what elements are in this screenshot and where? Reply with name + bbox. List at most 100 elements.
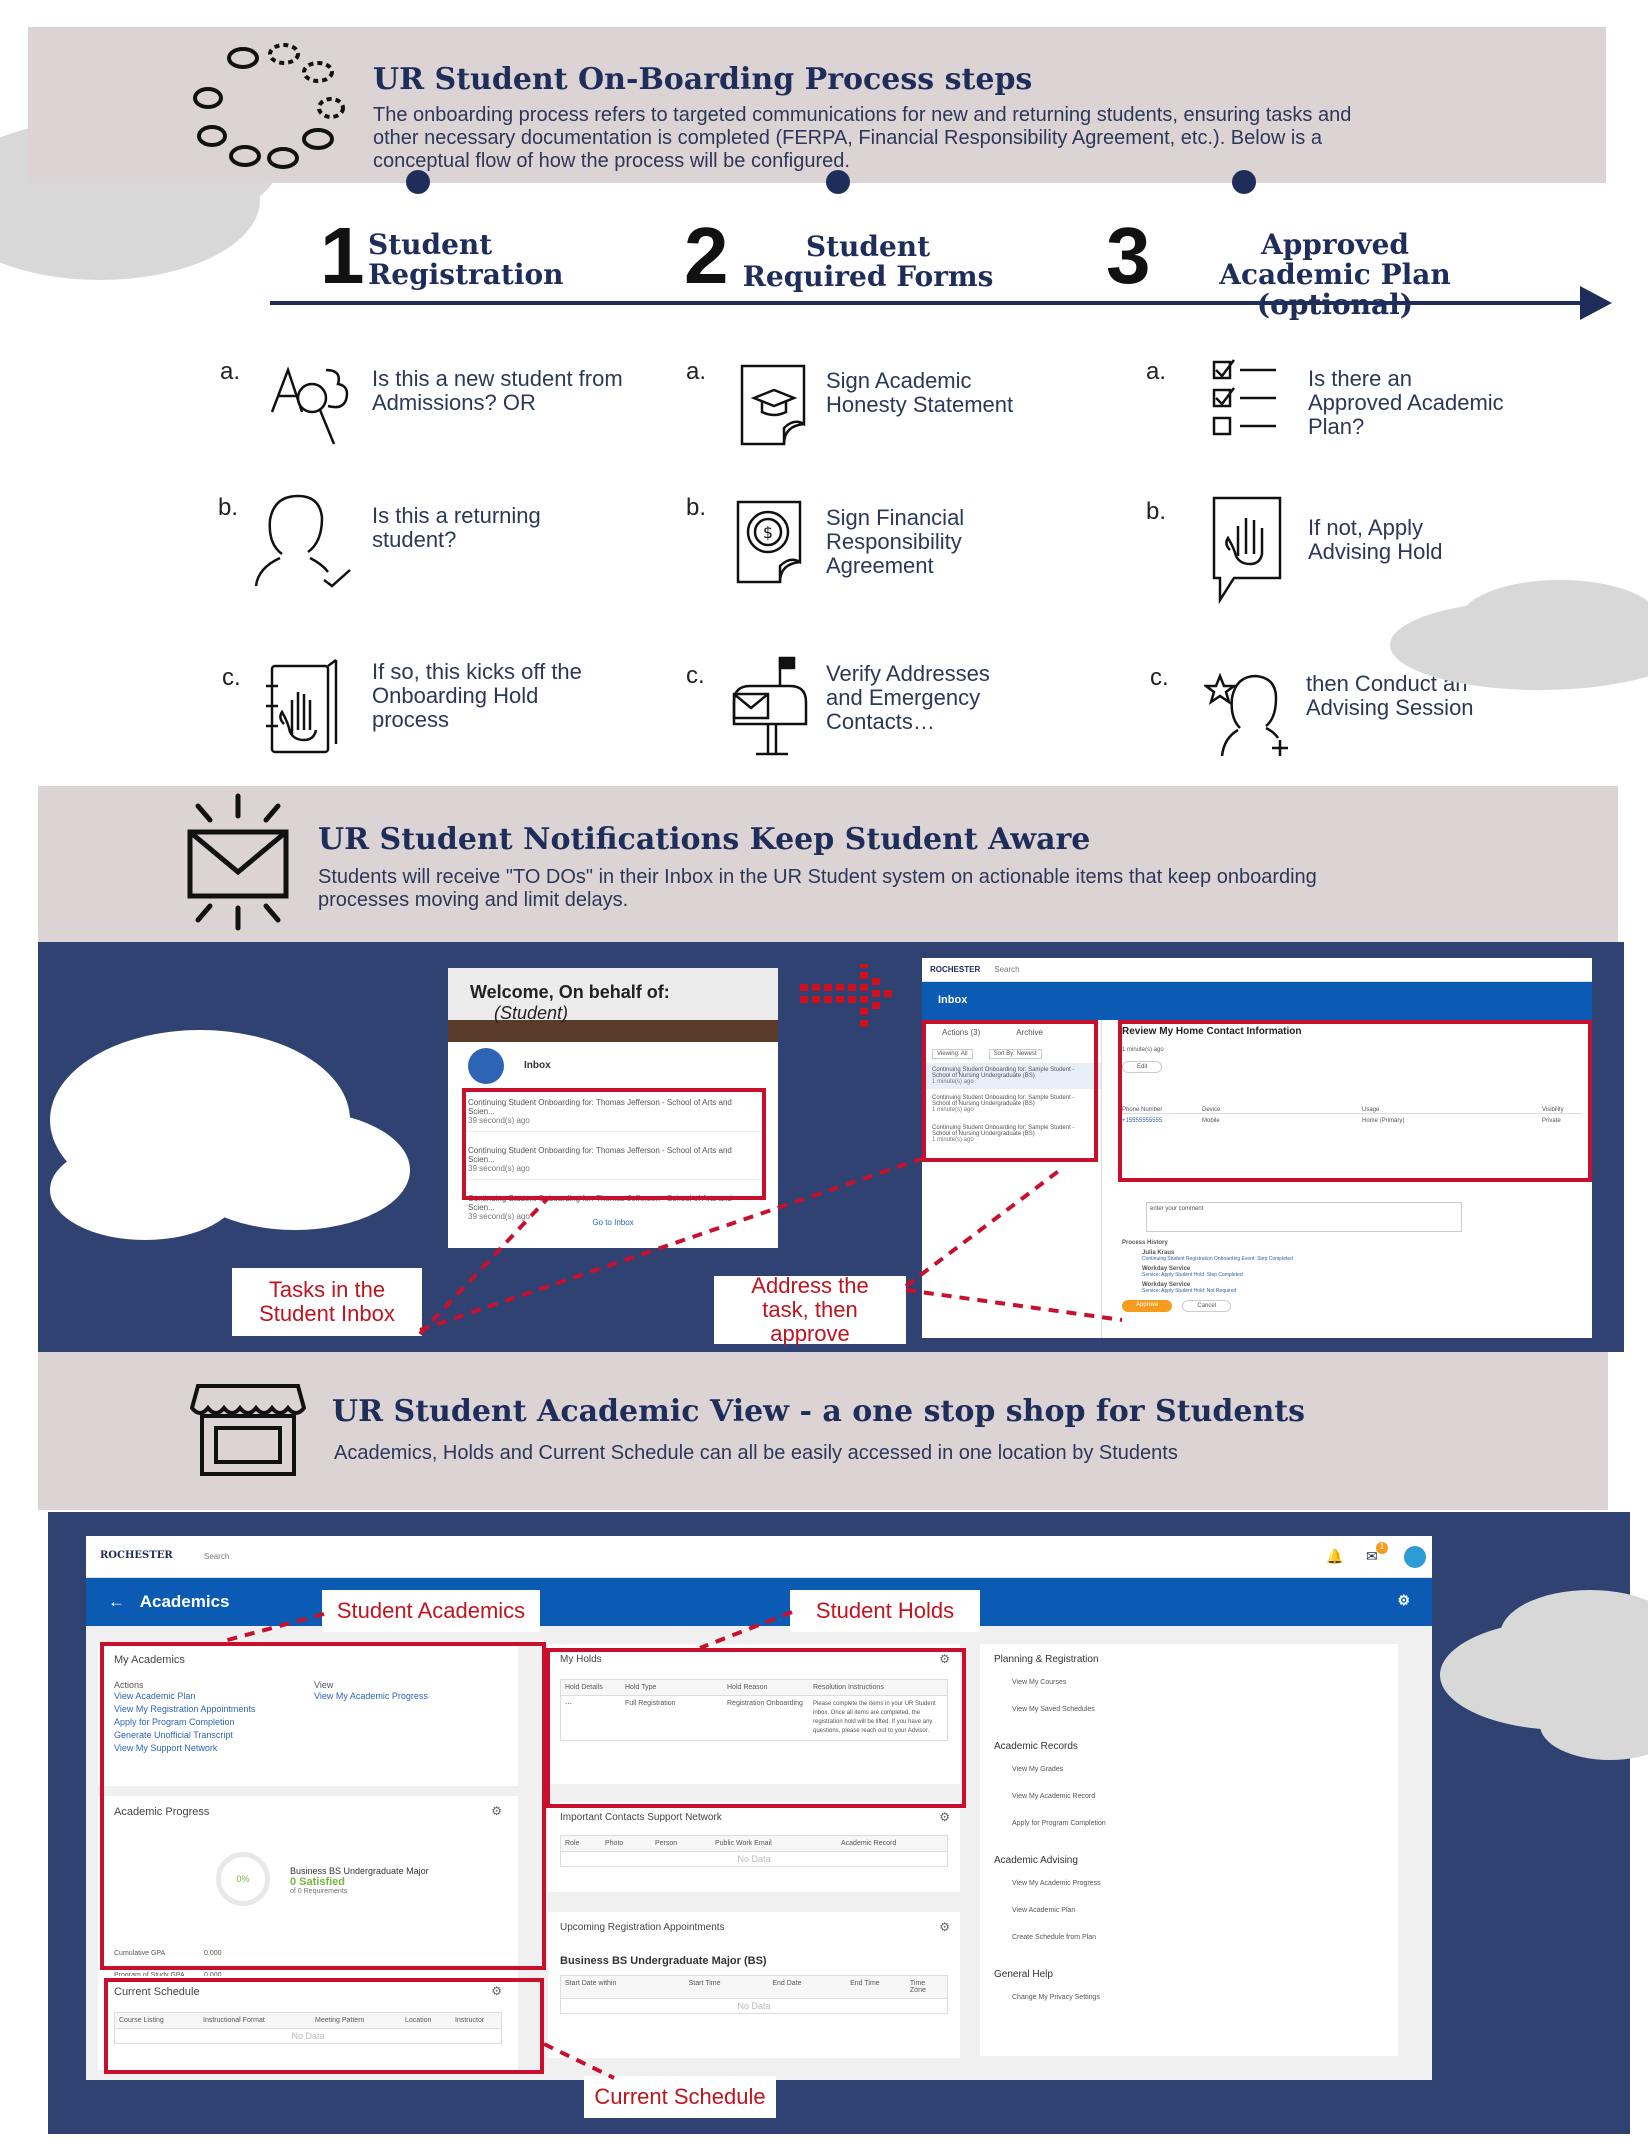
gear-icon[interactable]: ⚙ [939,1810,950,1824]
major-name: Business BS Undergraduate Major [290,1866,429,1876]
tab-actions[interactable]: Actions (3) [942,1028,981,1037]
academic-progress-title: Academic Progress [114,1806,210,1818]
sort-filter[interactable]: Sort By: Newest [988,1049,1042,1059]
item-text: If so, this kicks off the Onboarding Hol… [372,659,582,732]
academics-title: Academics [139,1592,230,1611]
search-field[interactable]: Search [994,965,1020,974]
cloud-decoration [1540,1690,1648,1760]
welcome-student: (Student) [494,1003,569,1023]
actions-label: Actions [114,1680,144,1690]
svg-text:$: $ [763,523,773,542]
item-letter: a. [220,358,241,385]
item-letter: b. [1146,498,1167,525]
cloud-decoration [1460,580,1648,660]
inbox-list-highlight [922,1020,1098,1162]
gear-icon[interactable]: ⚙ [1397,1592,1410,1608]
storefront-icon [190,1384,306,1476]
mailbox-icon [732,656,808,756]
avatar[interactable] [1404,1546,1426,1568]
sidebar-link[interactable]: View My Saved Schedules [1012,1706,1095,1713]
item-text: Verify Addresses and Emergency Contacts… [826,661,990,734]
upcoming-title: Upcoming Registration Appointments [560,1922,725,1933]
item-text: then Conduct an Advising Session [1306,671,1474,720]
list-item[interactable]: Continuing Student Onboarding for: Sampl… [932,1125,1075,1143]
inbox-label: Inbox [524,1060,551,1071]
academic-view-title: UR Student Academic View - a one stop sh… [332,1394,1306,1429]
tab-archive[interactable]: Archive [1016,1028,1043,1037]
step-2-number: 2 [684,211,729,300]
item-letter: c. [222,664,241,691]
step-1-number: 1 [320,211,365,300]
rochester-logo: ROCHESTER [100,1550,173,1561]
item-letter: a. [1146,358,1167,385]
cancel-button[interactable]: Cancel [1182,1300,1232,1312]
welcome-title: Welcome, On behalf of: [470,982,670,1002]
view-registration-appointments-link[interactable]: View My Registration Appointments [114,1704,256,1714]
onboarding-description: The onboarding process refers to targete… [373,104,1352,172]
go-to-inbox-link[interactable]: Go to Inbox [592,1218,634,1227]
approve-button[interactable]: Approve [1122,1300,1173,1312]
sidebar-link[interactable]: View My Academic Record [1012,1793,1096,1800]
generate-transcript-link[interactable]: Generate Unofficial Transcript [114,1730,233,1740]
academic-view-description: Academics, Holds and Current Schedule ca… [334,1442,1178,1464]
gear-icon[interactable]: ⚙ [491,1984,502,1998]
abc-magnifier-icon [270,366,349,445]
sidebar-link[interactable]: View My Courses [1012,1679,1067,1686]
list-item[interactable]: Continuing Student Onboarding for: Sampl… [922,1063,1101,1089]
viewing-filter[interactable]: Viewing: All [932,1049,973,1059]
address-task-callout: Address the task, then approve [714,1274,906,1346]
student-holds-callout: Student Holds [790,1590,980,1632]
checklist-icon [1212,359,1276,436]
edit-button[interactable]: Edit [1122,1061,1163,1073]
onboarding-title: UR Student On-Boarding Process steps [373,62,1033,97]
sidebar-link[interactable]: Apply for Program Completion [1012,1820,1106,1827]
view-academic-progress-link[interactable]: View My Academic Progress [314,1691,428,1701]
gear-icon[interactable]: ⚙ [939,1652,950,1666]
sidebar-link[interactable]: View Academic Plan [1012,1907,1076,1914]
cumulative-gpa-value: 0.000 [204,1950,222,1957]
my-holds-title: My Holds [560,1654,602,1665]
item-text: Sign Academic Honesty Statement [826,368,1014,417]
view-label: View [314,1680,334,1690]
upcoming-no-data: No Data [560,1999,948,2014]
sidebar-link[interactable]: View My Grades [1012,1766,1064,1773]
sidebar-link[interactable]: View My Academic Progress [1012,1880,1101,1887]
program-gpa-label: Program of Study GPA [114,1972,204,1979]
hold-details-button[interactable]: ⋯ [565,1701,572,1708]
inbox-icon[interactable]: ✉ [1366,1548,1378,1564]
academics-highlight [100,1642,546,1970]
gear-icon[interactable]: ⚙ [491,1804,502,1818]
holds-highlight [546,1648,966,1808]
list-item[interactable]: Continuing Student Onboarding for: Sampl… [932,1095,1075,1113]
sidebar-link[interactable]: Create Schedule from Plan [1012,1934,1097,1941]
list-item: Julia Kraus Continuing Student Registrat… [1142,1250,1293,1262]
current-schedule-title: Current Schedule [114,1986,200,1998]
schedule-highlight [104,1978,544,2074]
item-text: Is there an Approved Academic Plan? [1308,366,1504,439]
sidebar-section-advising: Academic Advising View My Academic Progr… [994,1855,1384,1941]
timeline-dot [406,170,430,194]
timeline-dot [826,170,850,194]
search-field[interactable]: Search [204,1552,230,1561]
program-gpa-value: 0.000 [204,1972,222,1979]
process-cycle-icon [193,43,345,169]
cloud-decoration [50,1140,240,1240]
comment-input[interactable]: enter your comment [1146,1202,1462,1232]
stop-hand-bubble-icon [1212,496,1282,604]
view-academic-plan-link[interactable]: View Academic Plan [114,1691,196,1701]
gear-icon[interactable]: ⚙ [939,1920,950,1934]
view-support-network-link[interactable]: View My Support Network [114,1743,218,1753]
apply-program-completion-link[interactable]: Apply for Program Completion [114,1717,235,1727]
bell-icon[interactable]: 🔔 [1326,1548,1344,1564]
list-item[interactable]: Continuing Student Onboarding for: Thoma… [464,1092,764,1132]
inbox-tasks-highlight [462,1088,766,1200]
item-text: Sign Financial Responsibility Agreement [826,505,965,578]
step-3-number: 3 [1106,211,1151,300]
back-arrow-icon[interactable]: ← [108,1592,125,1611]
satisfied-count: 0 Satisfied [290,1876,346,1888]
item-text: If not, Apply Advising Hold [1308,515,1443,564]
sidebar-link[interactable]: Change My Privacy Settings [1012,1994,1100,2001]
